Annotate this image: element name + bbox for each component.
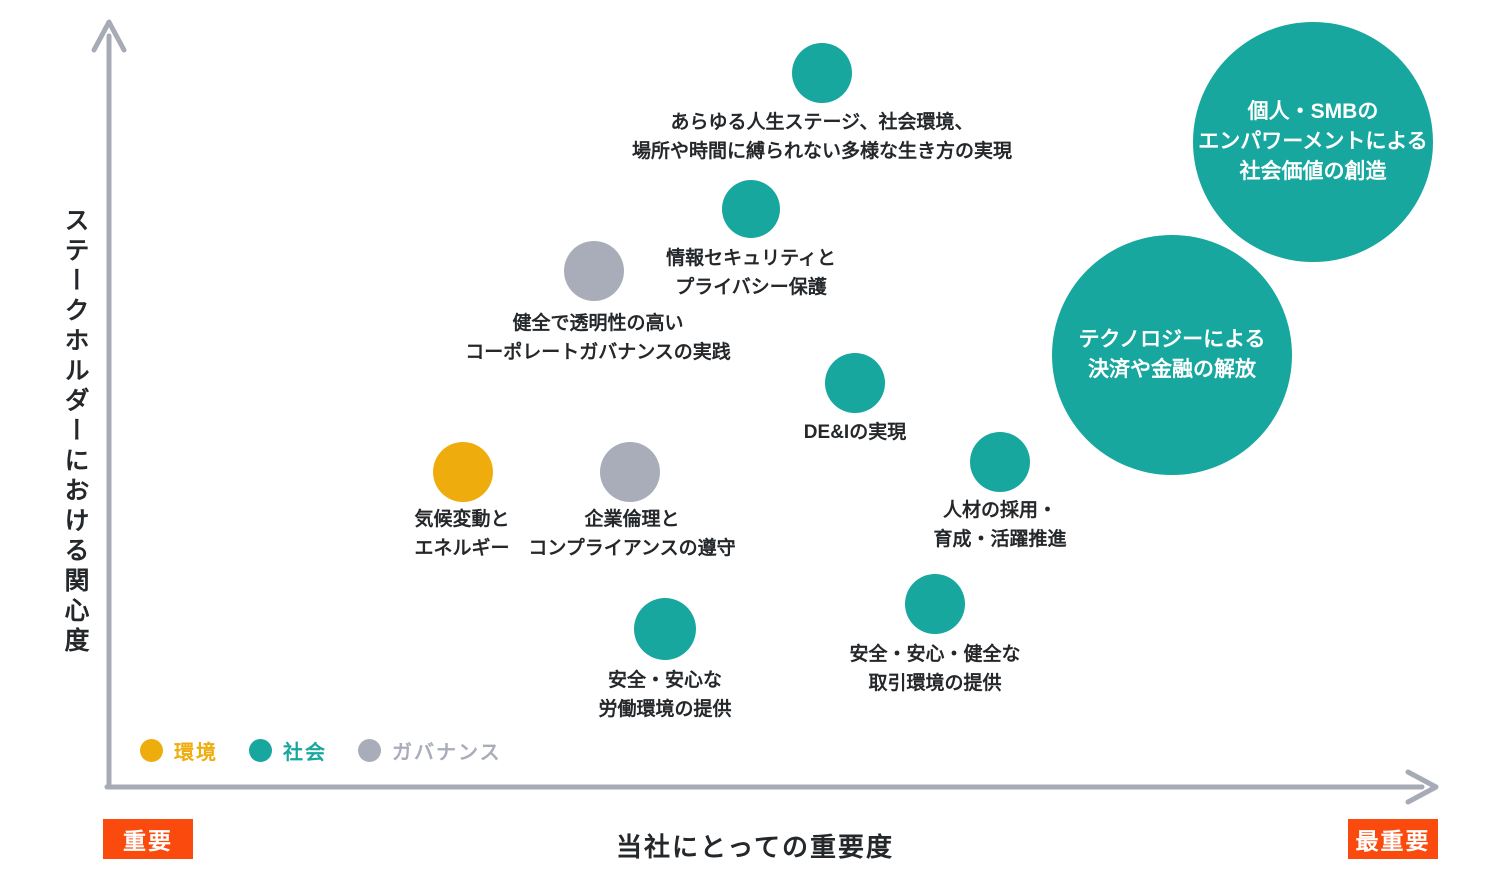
bubble-label-compliance: 企業倫理とコンプライアンスの遵守 xyxy=(528,509,736,559)
legend-item-environment: 環境 xyxy=(140,736,218,765)
bubble-inner-label-line: テクノロジーによる xyxy=(1078,328,1266,351)
bubble-corporate-governance xyxy=(564,241,624,301)
legend-dot-society xyxy=(249,739,272,762)
bubble-safe-workplace xyxy=(634,598,696,660)
legend: 環境 社会 ガバナンス xyxy=(140,736,502,765)
x-axis-title: 当社にとっての重要度 xyxy=(616,832,894,862)
bubble-label-climate-energy: 気候変動とエネルギー xyxy=(414,509,510,559)
bubble-talent xyxy=(970,432,1030,492)
bubble-inner-label-line: エンパワーメントによる xyxy=(1198,130,1428,153)
legend-label-environment: 環境 xyxy=(174,742,218,764)
y-axis-arrow xyxy=(91,19,127,790)
bubble-label-diverse-lifestyles: あらゆる人生ステージ、社会環境、場所や時間に縛られない多様な生き方の実現 xyxy=(631,112,1013,162)
bubble-compliance xyxy=(600,442,660,502)
legend-label-governance: ガバナンス xyxy=(392,742,502,764)
bubble-label-talent: 人材の採用・育成・活躍推進 xyxy=(933,500,1067,550)
bubble-label-safe-transactions: 安全・安心・健全な取引環境の提供 xyxy=(849,644,1021,694)
bubble-diverse-lifestyles xyxy=(792,43,852,103)
bubble-fintech-liberation: テクノロジーによる決済や金融の解放 xyxy=(1052,235,1292,475)
x-axis-arrow xyxy=(104,769,1439,805)
x-axis-max-badge: 最重要 xyxy=(1348,819,1438,859)
bubble-label-info-security: 情報セキュリティとプライバシー保護 xyxy=(666,248,836,298)
bubble-smb-empowerment: 個人・SMBのエンパワーメントによる社会価値の創造 xyxy=(1193,22,1433,262)
bubble-dei xyxy=(825,353,885,413)
legend-label-society: 社会 xyxy=(283,742,327,764)
bubble-label-corporate-governance: 健全で透明性の高いコーポレートガバナンスの実践 xyxy=(465,313,731,363)
legend-dot-environment xyxy=(140,739,163,762)
bubble-label-dei: DE&Iの実現 xyxy=(803,422,907,443)
bubble-safe-transactions xyxy=(905,574,965,634)
bubble-info-security xyxy=(722,180,780,238)
x-axis-min-badge: 重要 xyxy=(103,819,193,859)
bubble-label-safe-workplace: 安全・安心な労働環境の提供 xyxy=(598,670,732,720)
bubble-climate-energy xyxy=(433,442,493,502)
bubble-inner-label-line: 決済や金融の解放 xyxy=(1088,358,1256,381)
bubble-inner-label-line: 社会価値の創造 xyxy=(1239,160,1387,183)
legend-item-society: 社会 xyxy=(249,736,327,765)
bubble-inner-label-line: 個人・SMBの xyxy=(1247,100,1379,123)
legend-dot-governance xyxy=(358,739,381,762)
legend-item-governance: ガバナンス xyxy=(358,736,502,765)
y-axis-label: ステークホルダーにおける関心度 xyxy=(61,207,89,657)
